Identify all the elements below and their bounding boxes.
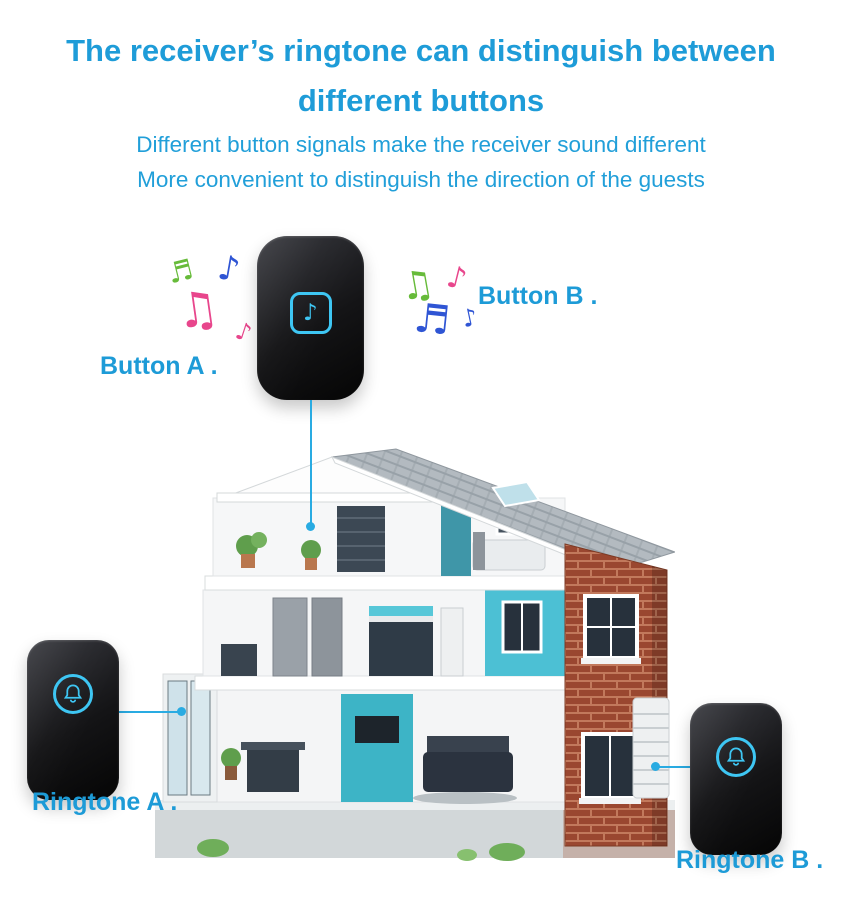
- kitchen-cabinets: [369, 616, 433, 676]
- floor-slab: [204, 575, 572, 591]
- middle-floor: [202, 589, 568, 677]
- floor-slab: [194, 675, 576, 691]
- ringtone-b-label: Ringtone B .: [676, 846, 824, 874]
- tv-screen: [355, 716, 399, 743]
- music-note-icon: ♪: [459, 302, 481, 334]
- bushes: [197, 839, 525, 861]
- sofa: [423, 752, 513, 792]
- title-line-1: The receiver’s ringtone can distinguish …: [66, 33, 776, 68]
- music-note-icon: ♪: [289, 292, 332, 334]
- brick-window-upper: [581, 594, 641, 664]
- porch-glass-door: [190, 680, 211, 796]
- music-note-icon: ♪: [214, 247, 244, 291]
- connector-dot-receiver: [306, 522, 315, 531]
- button-b-label: Button B .: [478, 282, 598, 310]
- interior-door: [272, 597, 308, 677]
- doorbell-button-device-a: [27, 640, 119, 800]
- connector-dot-ringtone-a: [177, 707, 186, 716]
- button-a-label: Button A .: [100, 352, 218, 380]
- indoor-plant: [301, 540, 321, 560]
- bell-button-ring: [53, 674, 93, 714]
- title-line-2: different buttons: [297, 82, 545, 118]
- doorbell-button-device-b: [690, 703, 782, 855]
- brick-window-lower: [579, 732, 641, 804]
- fridge: [440, 607, 464, 677]
- page-subtitle: Different button signals make the receiv…: [0, 128, 842, 198]
- ringtone-a-label: Ringtone A .: [32, 788, 178, 816]
- bell-button-ring: [716, 737, 756, 777]
- music-note-icon: ♪: [443, 259, 471, 298]
- page-title: The receiver’s ringtone can distinguish …: [0, 26, 842, 125]
- subtitle-line-2: More convenient to distinguish the direc…: [137, 166, 705, 192]
- connector-dot-ringtone-b: [651, 762, 660, 771]
- bell-icon: [726, 747, 746, 766]
- music-note-icon: ♬: [411, 295, 453, 345]
- music-note-icon: ♪: [232, 316, 256, 348]
- connector-line-ringtone-b: [659, 766, 691, 768]
- house-cutaway-illustration: [155, 448, 675, 861]
- teal-accent-wall: [341, 694, 413, 802]
- connector-line-receiver: [310, 400, 312, 526]
- subtitle-line-1: Different button signals make the receiv…: [136, 132, 706, 157]
- roof: [330, 448, 675, 578]
- interior-door: [311, 597, 343, 677]
- bell-icon: [63, 684, 83, 703]
- piano: [247, 748, 299, 792]
- wardrobe: [337, 506, 385, 572]
- connector-line-ringtone-a: [119, 711, 181, 713]
- table: [221, 644, 257, 676]
- ground-floor: [162, 673, 568, 804]
- music-note-icon: ♫: [172, 279, 223, 341]
- porch-glass-door: [167, 680, 188, 796]
- garage-door: [632, 697, 670, 799]
- brick-wall: [564, 543, 670, 847]
- doorbell-receiver-device: ♪: [257, 236, 364, 400]
- skylight: [491, 480, 541, 508]
- indoor-plant: [221, 748, 241, 768]
